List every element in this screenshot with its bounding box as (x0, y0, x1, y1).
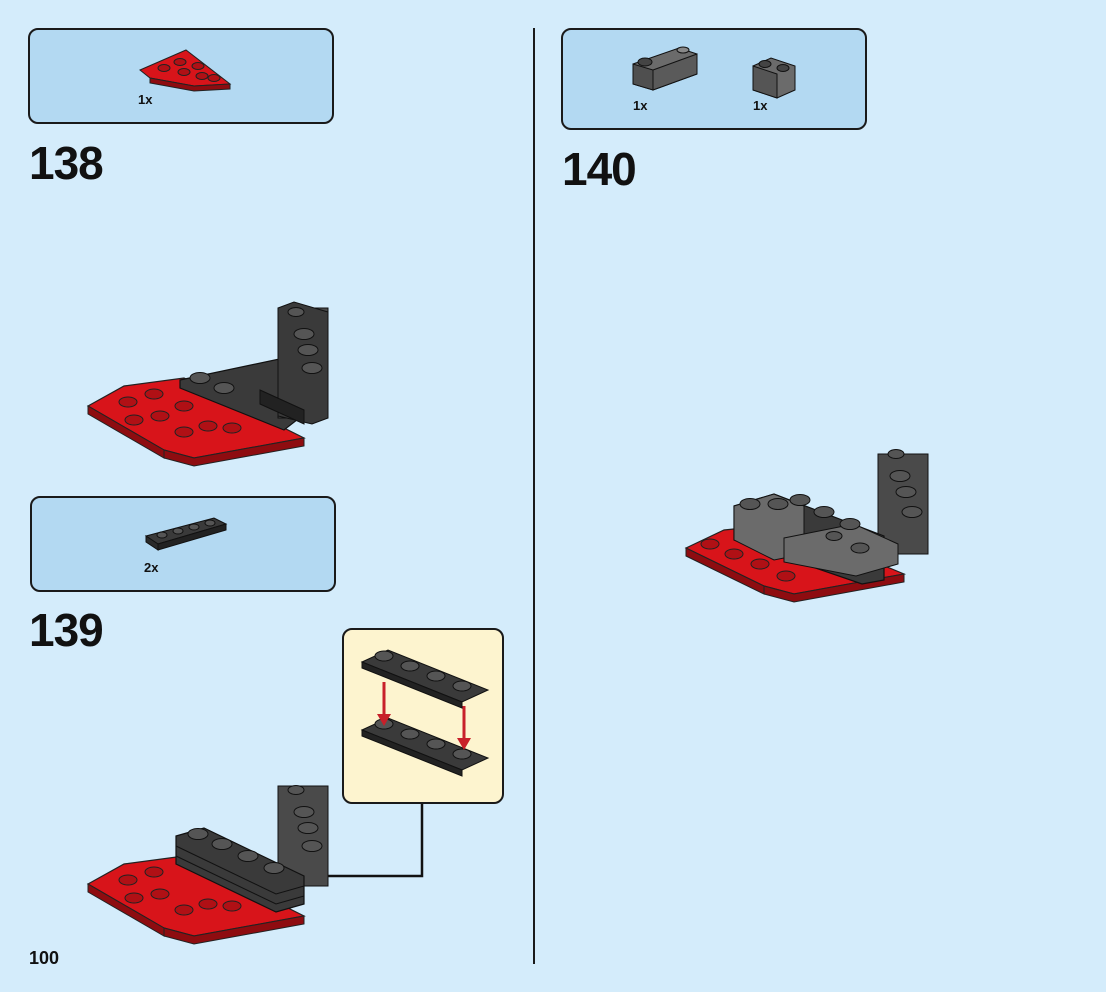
step-number: 138 (29, 137, 104, 189)
step-138-parts-box: 1x (28, 28, 334, 124)
down-arrow-icon (377, 682, 391, 726)
step-number: 139 (29, 604, 104, 656)
red-wedge-plate-icon (139, 49, 232, 92)
callout-plate-top (360, 649, 490, 709)
gray-curved-brick-icon (752, 57, 796, 99)
step-140-model (684, 449, 929, 603)
page-number: 100 (29, 948, 60, 968)
sub-assembly-callout (342, 628, 504, 804)
step-139-model (86, 785, 329, 945)
part-qty: 1x (753, 98, 768, 113)
down-arrow-icon (457, 706, 471, 750)
black-plate-1x4-icon (144, 517, 228, 551)
step-138-model (86, 301, 329, 467)
part-qty: 2x (144, 560, 159, 575)
gray-slope-icon (632, 46, 698, 91)
column-divider (533, 28, 535, 964)
step-139-parts-box: 2x (30, 496, 336, 592)
step-140-parts-box: 1x 1x (561, 28, 867, 130)
part-qty: 1x (138, 92, 153, 107)
step-number: 140 (562, 143, 637, 195)
part-qty: 1x (633, 98, 648, 113)
